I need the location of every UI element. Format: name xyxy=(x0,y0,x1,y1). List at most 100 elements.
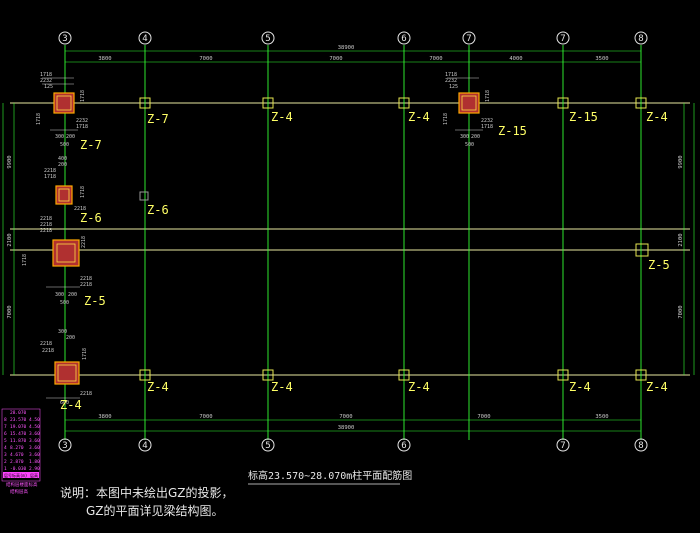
detail-dim-text: 200 xyxy=(66,335,75,341)
detail-dim-text: 200 xyxy=(471,134,480,140)
legend-row-height: 4.50 xyxy=(29,417,40,423)
legend-row-elev: 2.870 xyxy=(10,459,24,465)
detail-dim-text: 2218 xyxy=(40,222,52,228)
horizontal-grid-lines xyxy=(10,102,690,376)
detail-dim-text: 2232 xyxy=(40,78,52,84)
detail-dim-text: 300 xyxy=(460,134,469,140)
column-detail-z6: 400 200 2218 1718 2218 1718 xyxy=(44,156,86,212)
detail-dim-text: 2218 xyxy=(44,168,56,174)
axis-bubble-top-4 xyxy=(138,31,152,45)
legend-row-floor: 7 xyxy=(4,424,7,430)
axis-bubble-bottom-6 xyxy=(397,438,411,452)
right-dimension-chain: 9900 2100 7000 xyxy=(678,103,695,375)
axis-label-top-5: 5 xyxy=(265,34,270,44)
axis-label-bottom-5: 5 xyxy=(265,441,270,451)
axis-label-top-7: 7 xyxy=(466,34,471,44)
column-section xyxy=(458,92,480,114)
left-dim-1: 9900 xyxy=(7,155,13,168)
column-label: Z-5 xyxy=(648,258,670,272)
bottom-span-dim-1: 3800 xyxy=(98,414,111,420)
legend-row-elev: 4.670 xyxy=(10,452,24,458)
axis-bubble-bottom-8 xyxy=(634,438,648,452)
right-dim-1: 9900 xyxy=(678,155,684,168)
column-box xyxy=(635,369,647,381)
legend-caption-2: 结构层高 xyxy=(10,488,28,495)
left-dim-2: 2100 xyxy=(7,233,13,246)
axis-bubble-top-3 xyxy=(58,31,72,45)
legend-row-floor: 4 xyxy=(4,445,7,451)
note-line-2: GZ的平面详见梁结构图。 xyxy=(86,503,224,518)
detail-dim-text: 2218 xyxy=(74,206,86,212)
axis-label-top-3: 3 xyxy=(62,34,67,44)
detail-dim-text: 1718 xyxy=(40,72,52,78)
right-dim-3: 7000 xyxy=(678,305,684,318)
top-dimension-chain: 38900 3800 7000 7000 7000 4000 3500 xyxy=(65,45,641,63)
column-box xyxy=(635,243,649,257)
top-span-dim-1: 3800 xyxy=(98,56,111,62)
legend-row-elev: 15.470 xyxy=(10,431,27,437)
column-section xyxy=(54,361,80,385)
detail-dim-text: 2218 xyxy=(80,282,92,288)
axis-bubble-bottom-3 xyxy=(58,438,72,452)
axis-bubble-bottom-7 xyxy=(556,438,570,452)
legend-footer-col2: 标高(m) xyxy=(12,472,27,478)
top-span-dim-5: 4000 xyxy=(509,56,522,62)
note-line-1: 说明：本图中未绘出GZ的投影， xyxy=(60,485,234,500)
column-box xyxy=(262,369,274,381)
legend-row-elev: -0.030 xyxy=(10,466,27,472)
axis-bubble-top-5 xyxy=(261,31,275,45)
column-label: Z-4 xyxy=(408,380,430,394)
axis-label-bottom-4: 4 xyxy=(142,441,147,451)
detail-dim-text: 2218 xyxy=(80,276,92,282)
legend-row-floor: 2 xyxy=(4,459,7,465)
column-label: Z-4 xyxy=(408,110,430,124)
column-section xyxy=(53,92,75,114)
axis-label-bottom-6: 6 xyxy=(401,441,406,451)
legend-caption-1: 结构层楼面标高 xyxy=(6,481,38,488)
left-dim-3: 7000 xyxy=(7,305,13,318)
legend-row-floor: 6 xyxy=(4,431,7,437)
column-label: Z-4 xyxy=(60,398,82,412)
column-box xyxy=(635,97,647,109)
detail-dim-text: 300 xyxy=(55,292,64,298)
column-label: Z-4 xyxy=(569,380,591,394)
column-label: Z-7 xyxy=(80,138,102,152)
axis-bubble-labels-bottom: 3 4 5 6 7 8 xyxy=(62,441,643,451)
rebar-cage xyxy=(461,95,477,111)
detail-dim-text: 125 xyxy=(44,84,53,90)
legend-row-floor: 8 xyxy=(4,417,7,423)
detail-dim-text: 400 xyxy=(58,156,67,162)
legend-row-floor: 5 xyxy=(4,438,7,444)
detail-dim-text: 1718 xyxy=(36,113,42,125)
legend-footer-col3: 层高 xyxy=(30,472,38,478)
detail-dim-text: 1718 xyxy=(443,113,449,125)
bottom-span-dim-5: 3500 xyxy=(595,414,608,420)
detail-dim-text: 2232 xyxy=(445,78,457,84)
legend-frame xyxy=(1,408,41,482)
column-label: Z-4 xyxy=(271,110,293,124)
column-box xyxy=(398,369,410,381)
detail-dim-text: 200 xyxy=(68,292,77,298)
axis-label-top-4: 4 xyxy=(142,34,147,44)
legend-rows: 8 23.570 4.50 7 19.070 4.50 6 15.470 3.6… xyxy=(4,417,40,472)
detail-dim-text: 2232 xyxy=(76,118,88,124)
axis-bubble-top-8 xyxy=(634,31,648,45)
column-detail-z15: 1718 2232 125 1718 1718 2232 1718 300 20… xyxy=(443,72,493,148)
detail-dim-text: 2218 xyxy=(40,228,52,234)
top-span-dim-2: 7000 xyxy=(199,56,212,62)
column-label: Z-15 xyxy=(498,124,527,138)
legend-row-elev: 19.070 xyxy=(10,424,27,430)
legend-row-floor: 3 xyxy=(4,452,7,458)
detail-dim-text: 300 xyxy=(55,134,64,140)
detail-dim-text: 1718 xyxy=(82,348,88,360)
column-label: Z-6 xyxy=(147,203,169,217)
rebar-cage xyxy=(56,95,72,111)
detail-dim-text: 1718 xyxy=(22,254,28,266)
detail-dim-text: 200 xyxy=(58,162,67,168)
axis-bubble-top-7b xyxy=(556,31,570,45)
legend-row-elev: 8.270 xyxy=(10,445,24,451)
axis-label-bottom-3: 3 xyxy=(62,441,67,451)
column-section xyxy=(55,185,73,205)
detail-dim-text: 500 xyxy=(60,300,69,306)
